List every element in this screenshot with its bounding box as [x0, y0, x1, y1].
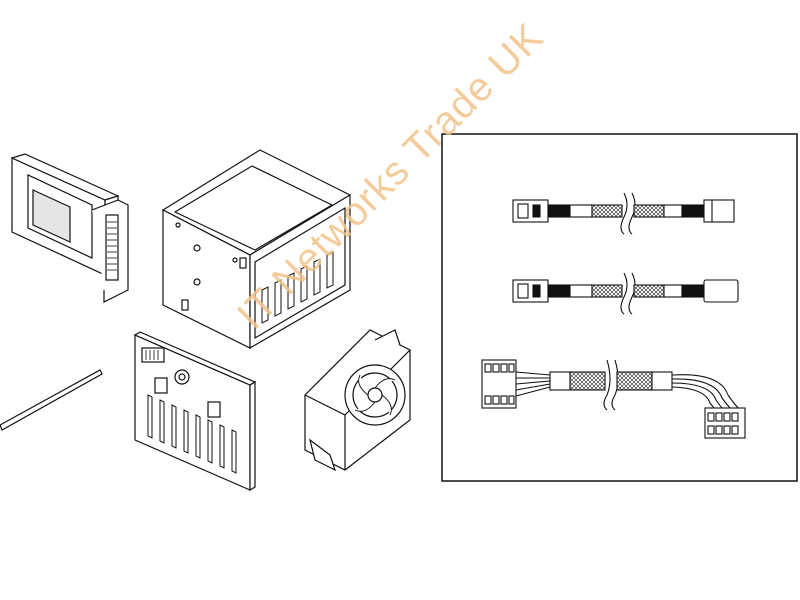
cables-panel: [441, 133, 798, 482]
rod-icon: [0, 369, 103, 431]
drive-filler-icon: [10, 153, 129, 303]
backplane-board-icon: [133, 331, 257, 492]
fan-module-icon: [304, 329, 411, 472]
signal-cable-2-icon: [512, 272, 739, 315]
signal-cable-1-icon: [512, 192, 735, 235]
drive-cage-icon: [161, 149, 352, 350]
power-cable-icon: [481, 359, 746, 439]
